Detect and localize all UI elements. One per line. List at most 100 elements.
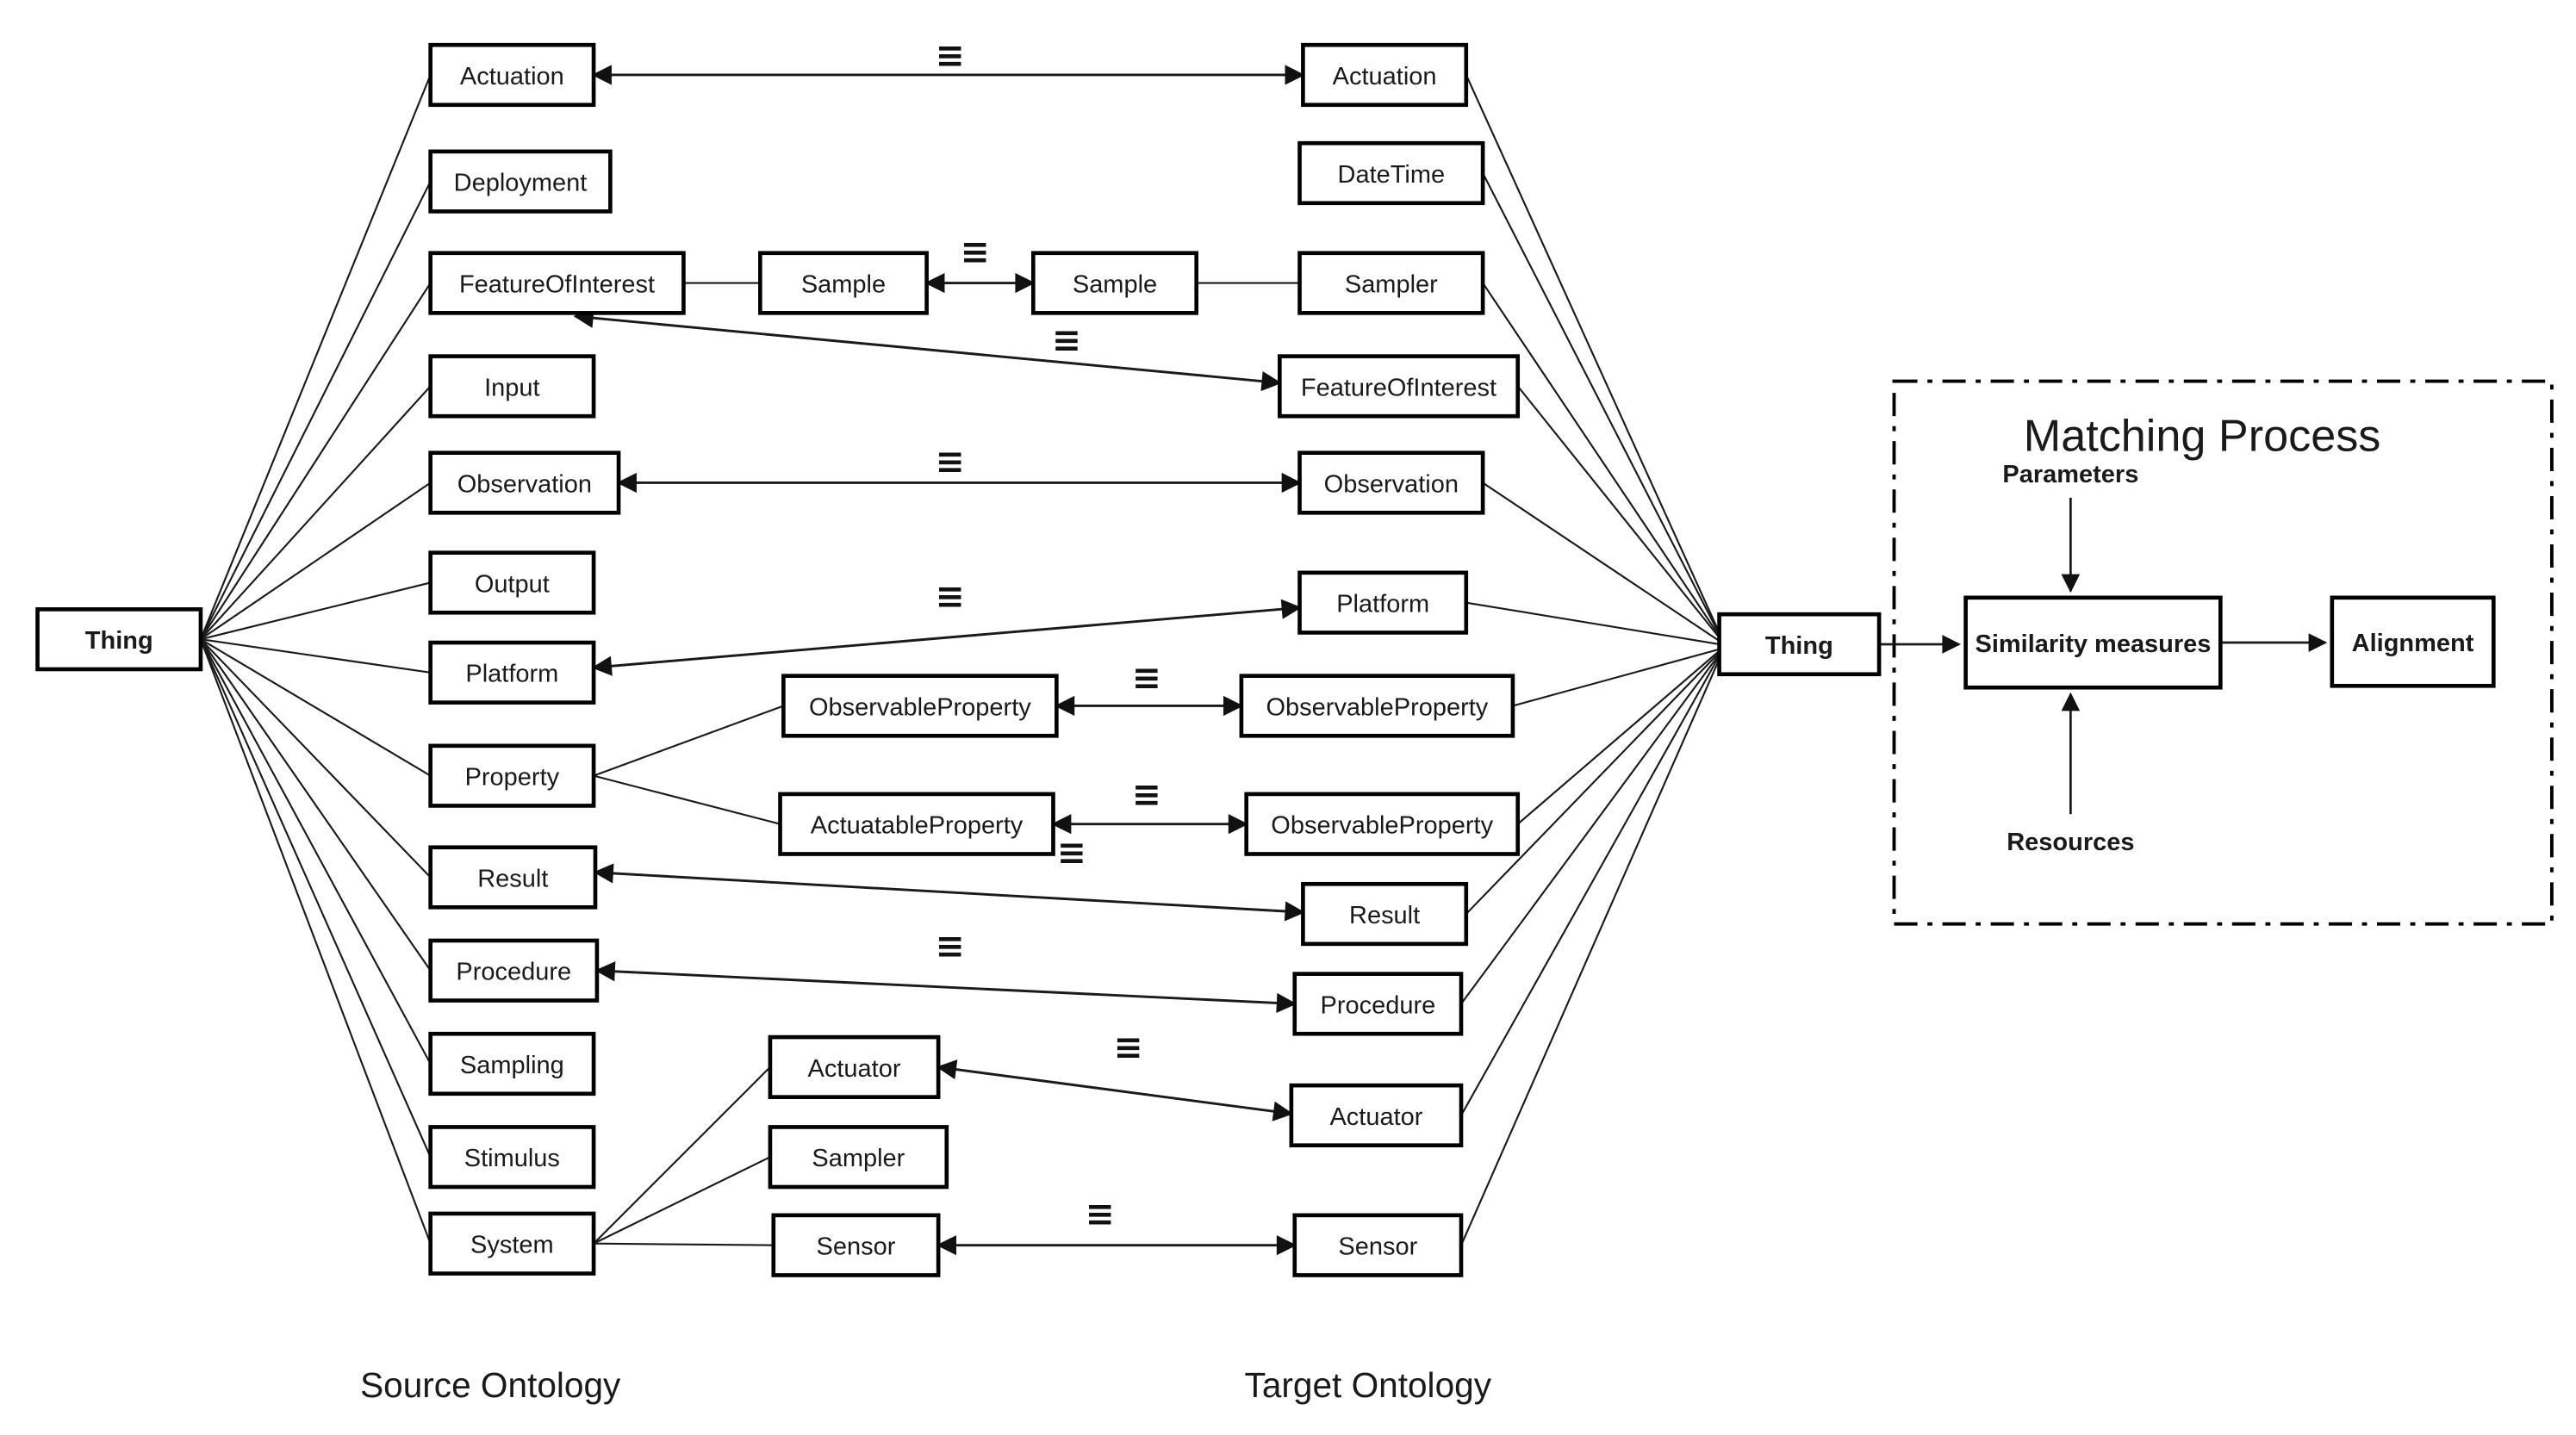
equiv-procedure-equivalence-label: ≡ [936, 925, 965, 966]
tgt-platform--thing-target [1465, 601, 1720, 646]
src-sensor-label: Sensor [817, 1233, 896, 1261]
source-ontology-label: Source Ontology [360, 1365, 621, 1405]
texts-layer: ≡≡≡≡≡≡≡≡≡≡≡Matching ProcessParametersRes… [360, 34, 2380, 1405]
tgt-sampler: Sampler [1297, 251, 1485, 315]
equiv-featureofinterest [573, 308, 1282, 392]
tgt-datetime-label: DateTime [1338, 161, 1446, 189]
tgt-observableproperty1--thing-target [1512, 648, 1720, 707]
src-observableproperty-box [781, 674, 1059, 738]
equiv-actuator-equivalence-label: ≡ [1113, 1027, 1142, 1068]
tgt-datetime: DateTime [1297, 140, 1485, 206]
tgt-observation: Observation [1297, 450, 1485, 515]
src-platform-label: Platform [465, 661, 558, 688]
src-output: Output [428, 550, 596, 615]
src-sampler-label: Sampler [812, 1145, 905, 1172]
src-sample-box [758, 251, 929, 315]
tgt-actuator-box [1289, 1083, 1464, 1148]
tgt-sample: Sample [1030, 251, 1199, 315]
similarity-measures-box [1963, 595, 2223, 690]
thing-source--src-input [200, 385, 432, 640]
tgt-observableproperty1: ObservableProperty [1239, 674, 1515, 738]
src-observableproperty: ObservableProperty [781, 674, 1059, 738]
equiv-platform-equivalence-label: ≡ [936, 575, 965, 617]
tgt-observableproperty1-label: ObservableProperty [1266, 693, 1489, 721]
tgt-actuation-box [1301, 42, 1469, 108]
similarity-measures: Similarity measures [1963, 595, 2223, 690]
edges-layer [199, 65, 2328, 1256]
tgt-sampler-label: Sampler [1345, 270, 1438, 298]
src-property-label: Property [465, 764, 560, 792]
tgt-featureofinterest-label: FeatureOfInterest [1301, 374, 1496, 401]
tgt-actuation-label: Actuation [1333, 63, 1437, 90]
equiv-observation-equivalence-label: ≡ [936, 440, 965, 481]
src-actuator-label: Actuator [808, 1055, 901, 1083]
src-property-box [428, 743, 596, 808]
src-actuatableproperty: ActuatableProperty [778, 792, 1055, 856]
src-property--src-observableproperty [593, 705, 784, 777]
tgt-procedure--thing-target [1460, 653, 1720, 1005]
src-sample-label: Sample [801, 270, 886, 298]
thing-source--src-procedure [200, 638, 432, 972]
tgt-sensor-box [1292, 1213, 1464, 1277]
src-observation-box [428, 450, 621, 515]
tgt-observableproperty1-box [1239, 674, 1515, 738]
tgt-observableproperty2--thing-target [1517, 649, 1720, 825]
src-sample: Sample [758, 251, 929, 315]
src-system: System [428, 1211, 596, 1276]
src-platform-box [428, 640, 596, 705]
src-observation: Observation [428, 450, 621, 515]
src-sampling-label: Sampling [460, 1052, 564, 1079]
resources-label: Resources [2007, 829, 2134, 856]
thing-source--src-output [200, 581, 431, 641]
src-featureofinterest-box [428, 251, 686, 315]
equiv-actuatableproperty-equivalence-label: ≡ [1132, 773, 1161, 815]
tgt-observableproperty2-label: ObservableProperty [1271, 812, 1493, 840]
src-actuatableproperty-box [778, 792, 1055, 856]
equiv-observableproperty-equivalence-label: ≡ [1132, 657, 1161, 699]
tgt-observableproperty2: ObservableProperty [1244, 792, 1521, 856]
src-system--src-sampler [593, 1156, 771, 1245]
parameters-label: Parameters [2002, 461, 2138, 488]
src-stimulus-label: Stimulus [464, 1145, 560, 1172]
tgt-result: Result [1301, 881, 1469, 947]
equiv-actuator [936, 1059, 1294, 1121]
nodes-layer: Thing ActuationDeploymentFeatureOfInteres… [35, 42, 2496, 1277]
tgt-observation-box [1297, 450, 1485, 515]
src-sampler-box [768, 1125, 949, 1190]
containers-layer [1892, 379, 2554, 926]
tgt-result--thing-target [1465, 651, 1720, 915]
thing-target: Thing [1717, 612, 1882, 677]
tgt-featureofinterest: FeatureOfInterest [1278, 354, 1521, 419]
equiv-procedure [594, 961, 1297, 1014]
tgt-procedure-label: Procedure [1320, 991, 1435, 1019]
src-output-label: Output [475, 570, 550, 598]
src-result-label: Result [477, 865, 548, 892]
src-input-box [428, 354, 596, 419]
thing-source-label: Thing [85, 627, 153, 655]
thing-source--src-deployment [199, 181, 432, 640]
src-actuation: Actuation [428, 42, 596, 108]
thing-target-label: Thing [1765, 632, 1833, 660]
thing-source--src-featureofinterest [200, 282, 432, 640]
equiv-result [593, 863, 1305, 922]
src-system--src-sensor [594, 1242, 774, 1246]
thing-source--src-platform [200, 638, 431, 674]
tgt-platform-label: Platform [1336, 591, 1429, 618]
src-input: Input [428, 354, 596, 419]
tgt-datetime-box [1297, 140, 1485, 206]
src-stimulus-box [428, 1125, 596, 1190]
thing-source--src-actuation [199, 74, 432, 640]
src-sampling: Sampling [428, 1031, 596, 1096]
tgt-result-label: Result [1349, 902, 1420, 929]
src-property--src-actuatableproperty [593, 774, 781, 825]
target-ontology-label: Target Ontology [1245, 1365, 1492, 1405]
tgt-actuation: Actuation [1301, 42, 1469, 108]
src-deployment: Deployment [428, 149, 613, 214]
tgt-actuator: Actuator [1289, 1083, 1464, 1148]
src-stimulus: Stimulus [428, 1125, 596, 1190]
src-output-box [428, 550, 596, 615]
src-procedure-label: Procedure [456, 959, 571, 986]
src-observation-label: Observation [457, 470, 592, 498]
src-observableproperty-label: ObservableProperty [809, 693, 1031, 721]
